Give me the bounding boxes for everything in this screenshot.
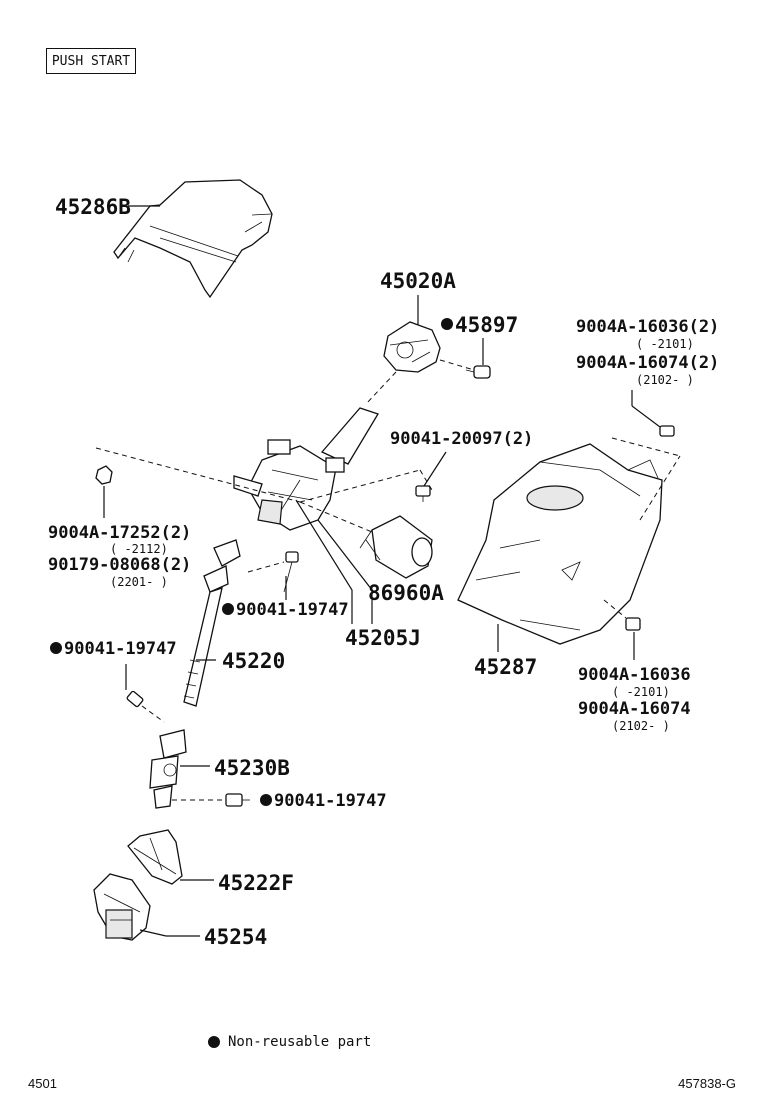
label-90179-08068[interactable]: 90179-08068(2) <box>48 555 191 575</box>
leader-90041-20097 <box>423 451 447 487</box>
steering-column-assembly-45205J[interactable] <box>233 407 379 531</box>
dash-45287c <box>603 599 627 619</box>
dash-19747b <box>141 705 165 723</box>
range-9004A-16074-2: (2102- ) <box>636 373 694 387</box>
intermediate-shaft-45220[interactable] <box>183 539 241 707</box>
label-45286B[interactable]: 45286B <box>55 195 131 219</box>
upper-column-cover-45286B[interactable] <box>113 179 273 299</box>
dash-mid <box>299 469 421 503</box>
label-45222F[interactable]: 45222F <box>218 871 294 895</box>
universal-joint-45230B[interactable] <box>149 729 187 809</box>
figure-id: 457838-G <box>678 1076 736 1091</box>
leader-45254 <box>139 929 167 937</box>
screw-9004A-16036[interactable] <box>625 617 641 631</box>
range-90179-08068: (2201- ) <box>110 575 168 589</box>
label-90041-19747-b[interactable]: 90041-19747 <box>64 639 177 659</box>
bolt-90041-20097[interactable] <box>415 485 431 502</box>
bullet-icon <box>208 1036 220 1048</box>
label-86960A[interactable]: 86960A <box>368 581 444 605</box>
label-45254[interactable]: 45254 <box>204 925 267 949</box>
leader-16036-2b <box>631 405 665 431</box>
dash-45287a <box>611 437 681 457</box>
label-45020A[interactable]: 45020A <box>380 269 456 293</box>
label-45220[interactable]: 45220 <box>222 649 285 673</box>
page-number: 4501 <box>28 1076 57 1091</box>
nut-9004A-17252[interactable] <box>95 465 113 485</box>
label-9004A-16036[interactable]: 9004A-16036 <box>578 665 691 685</box>
bolt-90041-19747-a[interactable] <box>283 551 299 593</box>
range-9004A-16074: (2102- ) <box>612 719 670 733</box>
push-start-tag: PUSH START <box>46 48 136 74</box>
bullet-19747b-icon <box>50 642 62 654</box>
bolt-45897[interactable] <box>465 365 491 379</box>
push-start-label: PUSH START <box>51 53 131 69</box>
lower-column-cover-45287[interactable] <box>457 443 663 645</box>
bolt-90041-19747-b[interactable] <box>126 690 144 708</box>
range-9004A-17252: ( -2112) <box>110 542 168 556</box>
label-45230B[interactable]: 45230B <box>214 756 290 780</box>
label-45287[interactable]: 45287 <box>474 655 537 679</box>
boot-45222F[interactable] <box>127 829 183 885</box>
lock-housing-45020A[interactable] <box>383 321 441 373</box>
screw-9004A-16036-2[interactable] <box>659 425 675 437</box>
seal-45254[interactable] <box>93 873 151 941</box>
label-9004A-16074[interactable]: 9004A-16074 <box>578 699 691 719</box>
range-9004A-16036-2: ( -2101) <box>636 337 694 351</box>
dash-left <box>95 447 301 503</box>
bolt-90041-19747-c[interactable] <box>225 793 250 807</box>
label-9004A-17252[interactable]: 9004A-17252(2) <box>48 523 191 543</box>
label-45897[interactable]: 45897 <box>455 313 518 337</box>
label-9004A-16074-2[interactable]: 9004A-16074(2) <box>576 353 719 373</box>
range-9004A-16036: ( -2101) <box>612 685 670 699</box>
label-90041-19747-c[interactable]: 90041-19747 <box>274 791 387 811</box>
motor-86960A[interactable] <box>359 515 433 579</box>
dash-motor <box>299 501 373 533</box>
label-9004A-16036-2[interactable]: 9004A-16036(2) <box>576 317 719 337</box>
bullet-19747c-icon <box>260 794 272 806</box>
leader-45205J <box>295 499 373 624</box>
dash-45287b <box>639 455 681 521</box>
bullet-19747a-icon <box>222 603 234 615</box>
label-90041-19747-a[interactable]: 90041-19747 <box>236 600 349 620</box>
dash-19747a <box>247 561 285 573</box>
bullet-45897-icon <box>441 318 453 330</box>
label-90041-20097[interactable]: 90041-20097(2) <box>390 429 533 449</box>
legend-text: Non-reusable part <box>228 1034 372 1050</box>
dash-45020A <box>365 371 397 405</box>
legend: Non-reusable part <box>208 1034 371 1050</box>
dash-45897 <box>439 359 475 371</box>
label-45205J[interactable]: 45205J <box>345 626 421 650</box>
